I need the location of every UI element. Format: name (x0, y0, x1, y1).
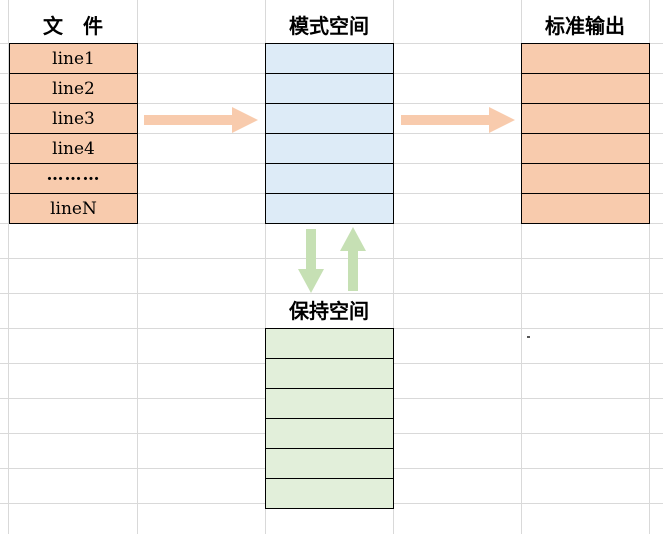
grid-line (393, 0, 394, 534)
file-line: line3 (10, 104, 138, 134)
pattern-space-cell (266, 74, 394, 104)
stdout-cell (522, 194, 650, 224)
grid-line (8, 0, 9, 534)
hold-space-cell (266, 359, 394, 389)
pattern-space-stack (265, 43, 394, 224)
hold-space-cell (266, 419, 394, 449)
grid-line (649, 0, 650, 534)
stray-mark (527, 336, 530, 338)
hold-space-cell (266, 449, 394, 479)
file-line-ellipsis: ……… (10, 164, 138, 194)
pattern-space-cell (266, 194, 394, 224)
hold-space-cell (266, 389, 394, 419)
arrow-up-icon (340, 227, 366, 291)
pattern-space-cell (266, 164, 394, 194)
file-line: line2 (10, 74, 138, 104)
grid-line (137, 0, 138, 534)
hold-space-cell (266, 479, 394, 509)
pattern-space-cell (266, 134, 394, 164)
arrow-right-icon (144, 107, 258, 133)
arrow-down-icon (298, 229, 324, 293)
file-line: line1 (10, 44, 138, 74)
stdout-cell (522, 44, 650, 74)
stdout-cell (522, 134, 650, 164)
pattern-space-title: 模式空间 (289, 14, 369, 38)
grid-line (265, 0, 266, 534)
hold-space-stack (265, 328, 394, 509)
stdout-cell (522, 74, 650, 104)
file-line: line4 (10, 134, 138, 164)
stdout-stack (521, 43, 650, 224)
hold-space-title: 保持空间 (289, 299, 369, 323)
hold-space-cell (266, 329, 394, 359)
grid-line (0, 293, 663, 294)
stdout-title: 标准输出 (545, 14, 625, 38)
grid-line (521, 0, 522, 534)
file-title: 文 件 (43, 14, 103, 38)
pattern-space-cell (266, 104, 394, 134)
file-line: lineN (10, 194, 138, 224)
file-lines-stack: line1 line2 line3 line4 ……… lineN (9, 43, 138, 224)
grid-line (0, 258, 663, 259)
arrow-right-icon (401, 107, 515, 133)
stdout-cell (522, 164, 650, 194)
stdout-cell (522, 104, 650, 134)
pattern-space-cell (266, 44, 394, 74)
